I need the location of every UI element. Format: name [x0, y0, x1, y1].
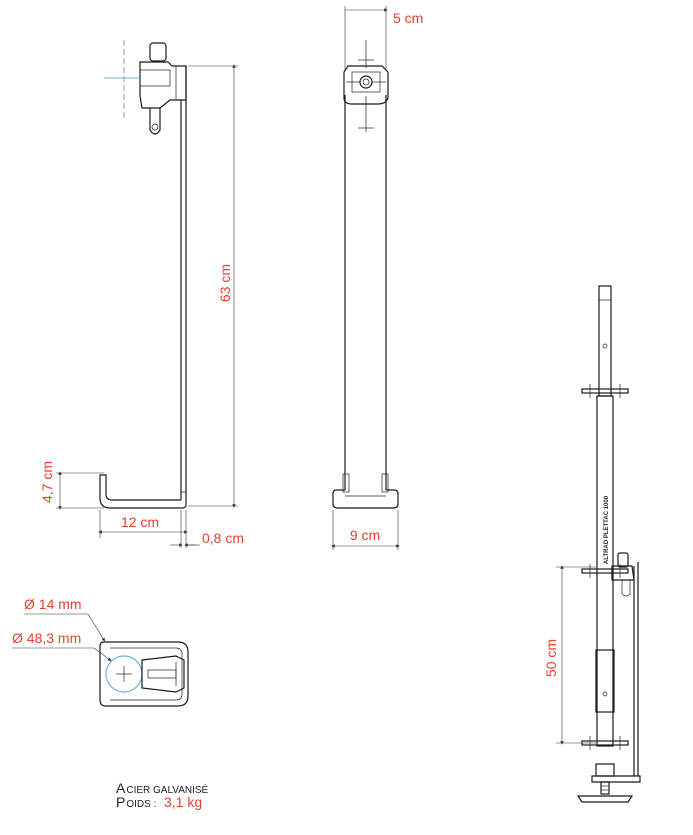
- material-note: ACIER GALVANISÉ POIDS : 3,1 kg: [116, 780, 209, 810]
- bolt-diameter-label: Ø 14 mm: [24, 596, 82, 612]
- hook-width-dimension: 12 cm: [98, 510, 188, 548]
- material-text: CIER GALVANISÉ: [126, 783, 208, 796]
- height-label: 63 cm: [217, 264, 233, 302]
- tube-diameter-label: Ø 48,3 mm: [12, 630, 81, 646]
- spacing-label: 50 cm: [543, 639, 559, 677]
- material-cap: A: [116, 780, 126, 796]
- height-dimension: 63 cm: [188, 64, 238, 508]
- svg-text:ACIER GALVANISÉ: ACIER GALVANISÉ: [116, 780, 209, 796]
- tube-diameter-dimension: Ø 48,3 mm: [12, 630, 112, 662]
- assembly-view: ALTRAD PLETTAC 1000: [576, 285, 641, 803]
- svg-text:POIDS : 3,1 kg: POIDS : 3,1 kg: [116, 794, 202, 810]
- bolt-diameter-dimension: Ø 14 mm: [24, 596, 105, 642]
- side-view: [99, 40, 187, 509]
- weight-text: OIDS :: [126, 799, 156, 810]
- top-view: [99, 641, 189, 707]
- front-width-dimension: 9 cm: [331, 510, 400, 550]
- top-width-dimension: 5 cm: [344, 6, 423, 70]
- spacing-dimension: 50 cm: [543, 565, 596, 745]
- product-label: ALTRAD PLETTAC 1000: [604, 495, 610, 564]
- thickness-dimension: 0,8 cm: [170, 510, 244, 548]
- top-width-label: 5 cm: [393, 10, 423, 26]
- hook-height-label: 4,7 cm: [39, 461, 55, 503]
- weight-cap: P: [116, 794, 125, 810]
- thickness-label: 0,8 cm: [202, 530, 244, 546]
- front-view: [332, 40, 399, 509]
- front-width-label: 9 cm: [350, 527, 380, 543]
- weight-value: 3,1 kg: [164, 794, 202, 810]
- hook-width-label: 12 cm: [121, 514, 159, 530]
- hook-height-dimension: 4,7 cm: [39, 461, 104, 510]
